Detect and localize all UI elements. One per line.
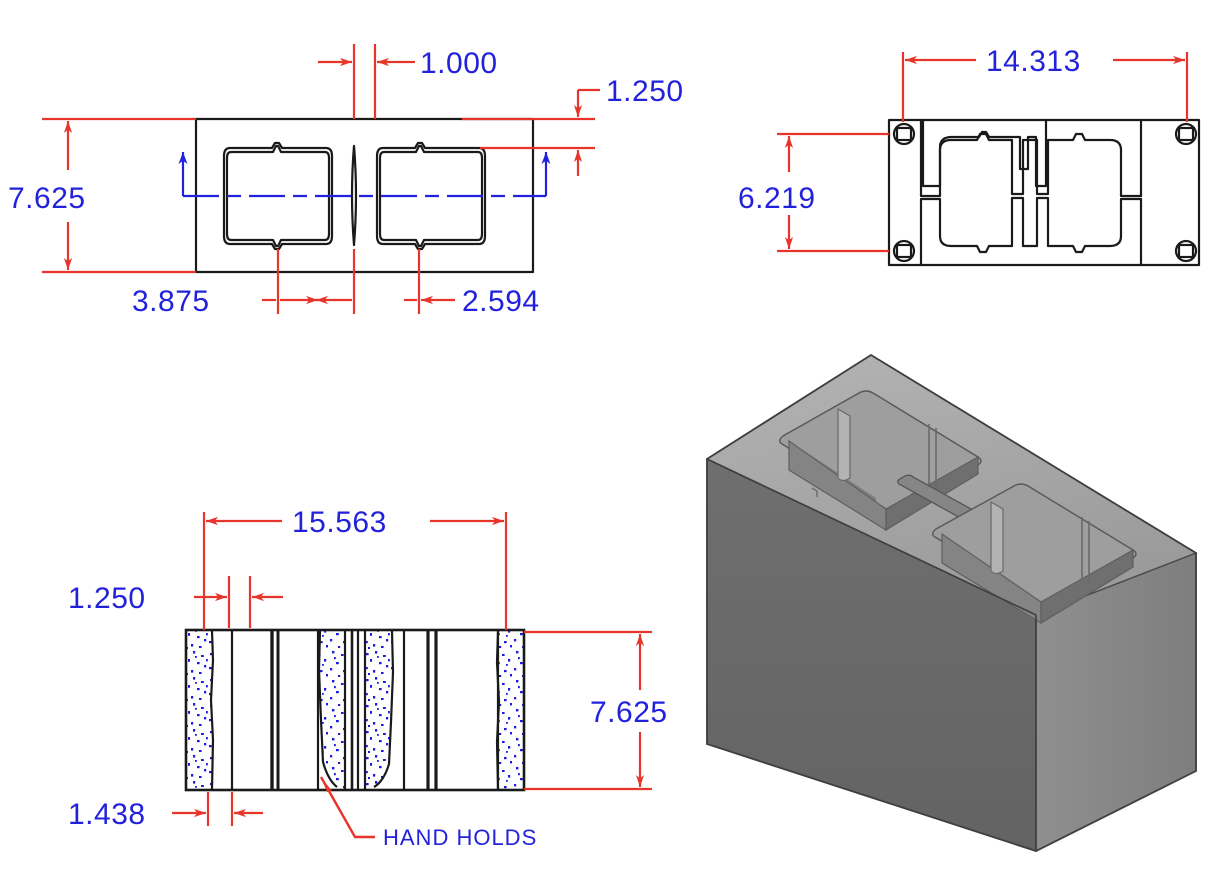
dimension-top-7625 [42, 117, 196, 274]
bottom-plan-geometry [887, 118, 1201, 267]
edge-left-web [209, 630, 215, 790]
hatch-band-left [187, 631, 213, 789]
section-body [186, 630, 524, 790]
right-cell-inner [378, 144, 484, 248]
dim-label-section-1250: 1.250 [68, 582, 146, 615]
dim-label-3875: 3.875 [132, 285, 210, 318]
note-hand-holds: HAND HOLDS [383, 825, 537, 850]
dimension-top-1000 [318, 44, 415, 119]
edge-right-web [495, 630, 501, 790]
hatch-band-center-left [319, 631, 344, 789]
dimension-top-3875 [262, 249, 356, 314]
dimension-section-1438 [172, 792, 263, 826]
block-outer-rectangle [887, 118, 1201, 267]
dimension-section-1250 [194, 576, 283, 628]
cavity-left-notch [811, 487, 818, 497]
handholds-leader [319, 776, 375, 839]
view-top-plan: 1.000 1.250 7.625 3.875 [8, 44, 684, 318]
dimension-section-15563 [202, 512, 508, 630]
dimension-section-7625 [524, 630, 652, 791]
left-cell-inner [225, 144, 331, 248]
dim-label-1000: 1.000 [420, 47, 498, 80]
dim-label-section-1438: 1.438 [68, 798, 146, 831]
cell-outline-upper [919, 121, 1143, 198]
section-geometry [184, 628, 526, 792]
dimension-bottom-14313 [901, 52, 1189, 122]
hatch-band-center-right [366, 631, 393, 789]
cavity-right-rib [990, 500, 1004, 575]
corner-marker-top-left [892, 122, 916, 146]
iso-top-front-edge [706, 458, 1037, 616]
handhold-left-profile [317, 630, 338, 788]
cell-outline-lower [919, 196, 1143, 264]
view-isometric [705, 353, 1198, 853]
dim-label-section-7625: 7.625 [590, 696, 668, 729]
dim-label-7625-top: 7.625 [8, 182, 86, 215]
section-hatch-bands [187, 631, 523, 789]
corner-marker-bottom-left [892, 239, 916, 263]
view-section: 15.563 1.250 1.438 7.625 [68, 506, 668, 850]
corner-marker-top-right [1174, 122, 1198, 146]
dim-label-15563: 15.563 [292, 506, 387, 539]
cavity-right-far-wall [1040, 548, 1134, 625]
dimension-top-1250 [462, 88, 600, 176]
section-outline [184, 628, 526, 792]
corner-markers [892, 122, 1198, 263]
cavity-left-rib [837, 407, 851, 482]
top-plan-datum-leaders [178, 152, 551, 196]
center-slot [350, 144, 358, 247]
dim-label-6219: 6.219 [738, 182, 816, 215]
hatch-band-right [497, 631, 523, 789]
handhold-right-profile [373, 630, 395, 788]
view-bottom-plan: 14.313 6.219 [738, 45, 1201, 267]
dimension-bottom-6219 [777, 132, 889, 253]
iso-silhouette [706, 353, 1197, 852]
left-cell-outer [222, 141, 334, 251]
dim-label-14313: 14.313 [986, 45, 1081, 78]
dim-label-top-1250: 1.250 [606, 75, 684, 108]
iso-cavity-right [932, 483, 1137, 625]
dim-label-2594: 2.594 [462, 285, 540, 318]
corner-marker-bottom-right [1174, 239, 1198, 263]
dimension-top-2594 [404, 249, 455, 314]
leader-arrowhead [321, 777, 332, 792]
leader-line [319, 776, 375, 839]
